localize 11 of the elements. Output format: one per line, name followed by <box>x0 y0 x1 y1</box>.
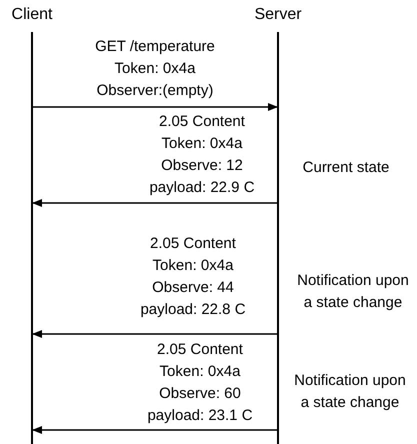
participant-label: Client <box>12 4 52 26</box>
note-text: Notification upon a state change <box>296 271 410 313</box>
message-arrow <box>32 330 278 338</box>
message-arrow <box>32 426 278 434</box>
participant-label: Server <box>254 4 302 26</box>
lifeline <box>277 32 279 444</box>
note-text: Notification upon a state change <box>293 371 407 413</box>
note-text: Current state <box>302 158 390 178</box>
message-arrow <box>32 103 278 111</box>
lifeline <box>31 32 33 444</box>
message-arrow <box>32 199 278 207</box>
